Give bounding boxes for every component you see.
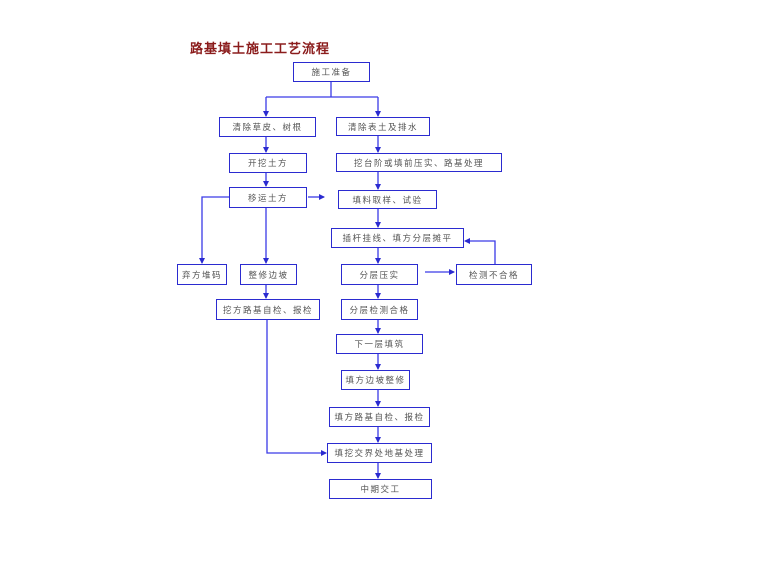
node-fill-slope: 填方边坡整修 — [341, 370, 410, 390]
node-transport: 移运土方 — [229, 187, 307, 208]
node-cut-check: 挖方路基自检、报检 — [216, 299, 320, 320]
node-handover: 中期交工 — [329, 479, 432, 499]
node-fail: 检测不合格 — [456, 264, 532, 285]
node-clear-grass: 清除草皮、树根 — [219, 117, 316, 137]
node-compact: 分层压实 — [341, 264, 418, 285]
node-fill-check: 填方路基自检、报检 — [329, 407, 430, 427]
node-stake: 插杆挂线、填方分层摊平 — [331, 228, 464, 248]
node-slope-trim: 整修边坡 — [240, 264, 297, 285]
diagram-title: 路基填土施工工艺流程 — [190, 42, 331, 57]
node-pass: 分层检测合格 — [341, 299, 418, 320]
node-start: 施工准备 — [293, 62, 370, 82]
node-junction: 填挖交界处地基处理 — [327, 443, 432, 463]
node-excavate: 开挖土方 — [229, 153, 307, 173]
node-bench: 挖台阶或填前压实、路基处理 — [336, 153, 502, 172]
node-next-layer: 下一层填筑 — [336, 334, 423, 354]
node-clear-topsoil: 清除表土及排水 — [336, 117, 430, 136]
node-spoil: 弃方堆码 — [177, 264, 227, 285]
node-sample: 填料取样、试验 — [338, 190, 437, 209]
